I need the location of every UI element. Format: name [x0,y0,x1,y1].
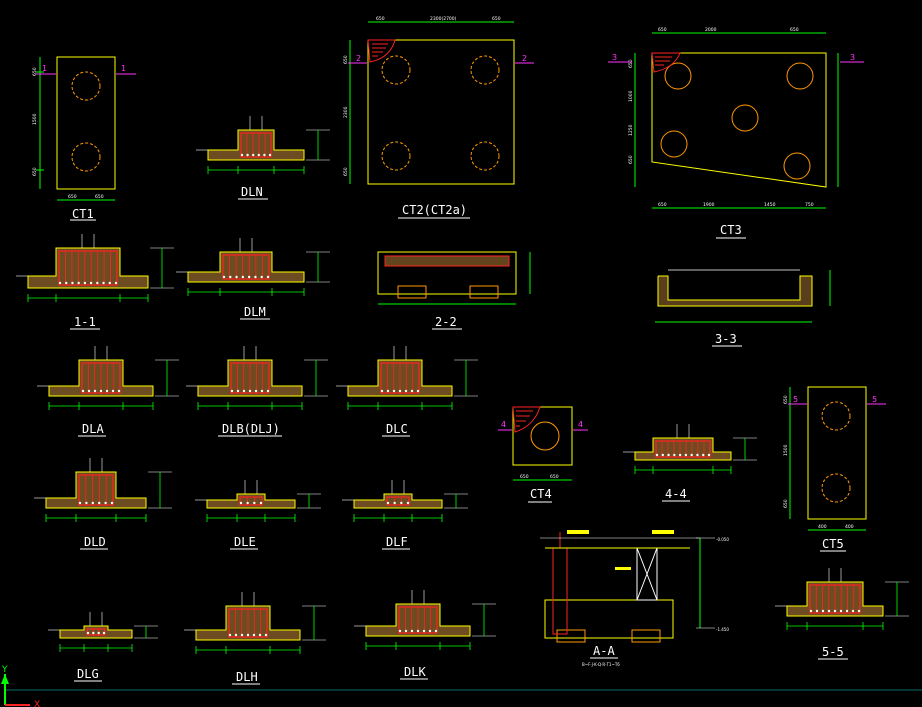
dln-title: DLN [241,185,263,199]
ct1-section-marker-left: 1 [42,64,47,73]
dlk-title: DLK [404,665,426,679]
ct3-dim-left-1: 650 [628,59,634,68]
section-dln [196,116,330,174]
section-dle [195,480,321,522]
dla-title: DLA [82,422,104,436]
section-titles: DLN 1-1 DLM 2-2 3-3 DLA DLB(DLJ) DLC 4-4… [70,185,848,685]
ct3-dim-bottom-3: 1450 [764,202,776,208]
section-dld [34,458,172,522]
ct5-dim-left-2: 1500 [783,444,789,456]
ct5-section-marker-right: 5 [872,395,877,404]
ct2-dim-top-3: 650 [492,16,501,22]
ct5-dim-left-3: 650 [783,499,789,508]
ct2-dim-left-1: 650 [343,55,349,64]
s55-title: 5-5 [822,645,844,659]
dld-title: DLD [84,535,106,549]
ct4-section-marker-right: 4 [578,420,583,429]
ct5-dim-bottom-2: 400 [845,524,854,530]
grade-beam-sections [16,116,909,654]
ct3-dim-left-2: 1000 [628,90,634,102]
ct1-plan: 650 1500 650 650 650 1 1 CT1 [32,56,136,221]
ct1-dim-left-1: 650 [32,67,38,76]
section-5-5 [775,568,909,630]
ct4-dim-bottom-2: 650 [550,474,559,480]
s11-title: 1-1 [74,315,96,329]
ct4-title: CT4 [530,487,552,501]
ct1-dim-left-3: 650 [32,167,38,176]
section-3-3 [655,269,831,323]
ct2-plan: 650 2300(2700) 650 650 2300 650 2 2 CT2(… [343,16,534,219]
ct3-dim-top-1: 650 [658,27,667,33]
section-dlm [176,238,330,296]
ct1-title: CT1 [72,207,94,221]
s44-title: 4-4 [665,487,687,501]
ct3-section-marker-right: 3 [850,53,855,62]
ct3-section-marker-left: 3 [612,53,617,62]
ct2-dim-top-1: 650 [376,16,385,22]
section-2-2 [377,251,531,305]
aa-elev-bottom: -1.450 [716,627,729,632]
aa-section: -0.050 -1.450 A-A B~F·J·K·Q·R·T1~T6 [540,530,729,667]
ct3-dim-left-4: 650 [628,155,634,164]
dlf-title: DLF [386,535,408,549]
s33-title: 3-3 [715,332,737,346]
ct1-dim-bottom-2: 650 [95,194,104,200]
ct3-title: CT3 [720,223,742,237]
ct3-dim-bottom-1: 650 [658,202,667,208]
section-dlk [354,590,496,650]
ct2-dim-top-2: 2300(2700) [430,16,457,22]
ct5-dim-left-1: 650 [783,395,789,404]
ct2-section-marker-right: 2 [522,54,527,63]
dlm-title: DLM [244,305,266,319]
ct4-plan: 4 4 650 650 CT4 [498,406,588,503]
ct5-title: CT5 [822,537,844,551]
ct5-plan: 650 1500 650 400 400 5 5 CT5 [783,386,886,552]
dlg-title: DLG [77,667,99,681]
section-1-1 [16,234,174,302]
section-dla [37,346,179,410]
ct5-section-marker-left: 5 [793,395,798,404]
ct3-plan: 650 2000 650 650 1000 1250 650 650 1900 … [608,27,864,239]
section-dlg [48,612,158,652]
aa-note: B~F·J·K·Q·R·T1~T6 [582,662,620,667]
section-4-4 [623,424,757,474]
section-dlf [342,480,468,522]
ct5-dim-bottom-1: 400 [818,524,827,530]
ct2-dim-left-3: 650 [343,167,349,176]
ct1-dim-bottom-1: 650 [68,194,77,200]
ct3-dim-bottom-2: 1900 [703,202,715,208]
section-dlh [184,592,326,654]
ct3-dim-top-3: 650 [790,27,799,33]
dlc-title: DLC [386,422,408,436]
ucs-y-label: Y [1,665,8,675]
ct2-section-marker-left: 2 [356,54,361,63]
section-dlc [336,346,478,410]
ct1-section-marker-right: 1 [121,64,126,73]
ct4-section-marker-left: 4 [501,420,506,429]
ucs-x-label: X [34,700,40,707]
ct4-dim-bottom-1: 650 [520,474,529,480]
dlh-title: DLH [236,670,258,684]
ct2-dim-left-2: 2300 [343,106,349,118]
ct1-dim-left-2: 1500 [32,113,38,125]
ct3-dim-top-2: 2000 [705,27,717,33]
dlb-title: DLB(DLJ) [222,422,280,436]
aa-title: A-A [593,644,615,658]
ct2-title: CT2(CT2a) [402,203,467,217]
ct3-dim-left-3: 1250 [628,124,634,136]
dle-title: DLE [234,535,256,549]
ucs-icon: Y X [1,665,922,707]
ct3-dim-bottom-4: 750 [805,202,814,208]
s22-title: 2-2 [435,315,457,329]
section-dlb [186,346,328,410]
aa-elev-top: -0.050 [716,537,729,542]
